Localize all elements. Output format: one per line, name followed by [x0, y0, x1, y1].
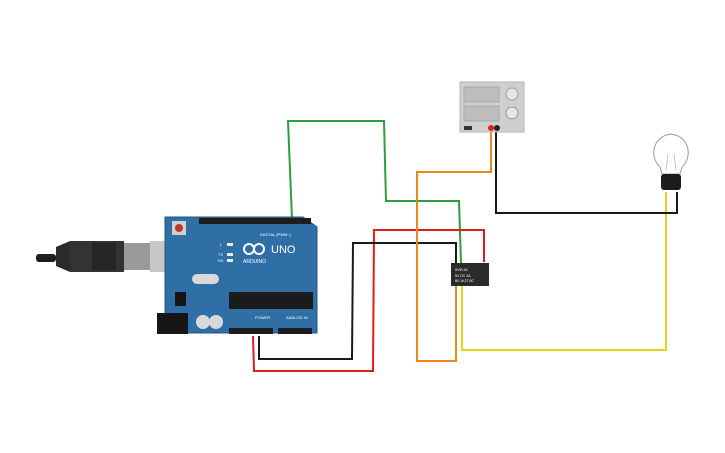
supply-power-switch[interactable] — [464, 126, 472, 130]
supply-voltage-display — [463, 86, 500, 103]
yellow-lamp-wire[interactable] — [461, 192, 667, 351]
led-rx — [227, 259, 233, 262]
capacitor-2 — [209, 315, 223, 329]
supply-negative-terminal[interactable] — [494, 125, 500, 131]
dc-power-jack[interactable] — [157, 313, 188, 334]
relay-module[interactable]: 5VR-M 5V DC 3A B0 1K2T 8C — [451, 263, 489, 286]
led-l-label: L — [220, 242, 223, 247]
capacitor-1 — [196, 315, 210, 329]
relay-label-1: 5VR-M — [455, 267, 467, 272]
digital-header-label: DIGITAL (PWM~) — [260, 232, 292, 237]
board-brand-label: ARDUINO — [243, 259, 266, 265]
crystal-oscillator — [192, 274, 219, 284]
current-knob[interactable] — [505, 106, 519, 120]
arduino-logo — [243, 243, 265, 255]
microcontroller-chip — [229, 292, 313, 309]
led-rx-label: RX — [218, 258, 224, 263]
red-5v-wire[interactable] — [252, 229, 485, 372]
relay-label-3: B0 1K2T 8C — [455, 279, 474, 283]
usb-cable[interactable] — [36, 241, 170, 272]
arduino-uno-board[interactable]: UNO ARDUINO DIGITAL (PWM~) POWER ANALOG … — [157, 216, 318, 334]
supply-positive-terminal[interactable] — [488, 125, 494, 131]
black-gnd-wire[interactable] — [258, 242, 457, 360]
voltage-regulator — [175, 292, 186, 306]
light-bulb[interactable] — [653, 133, 689, 190]
power-pin-header[interactable] — [229, 328, 273, 334]
bulb-socket — [661, 174, 681, 190]
board-model-label: UNO — [271, 244, 296, 256]
analog-pin-header[interactable] — [278, 328, 312, 334]
supply-current-display — [463, 105, 500, 122]
relay-label-2: 5V DC 3A — [455, 274, 471, 278]
analog-header-label: ANALOG IN — [286, 315, 308, 320]
black-supply-return-wire[interactable] — [495, 130, 678, 214]
led-l — [227, 243, 233, 246]
voltage-knob[interactable] — [505, 87, 519, 101]
led-tx-label: TX — [218, 252, 223, 257]
orange-supply-wire[interactable] — [416, 130, 492, 362]
led-tx — [227, 253, 233, 256]
digital-pin-header[interactable] — [199, 218, 311, 224]
power-header-label: POWER — [255, 315, 270, 320]
dc-power-supply[interactable] — [459, 81, 525, 133]
green-signal-wire[interactable] — [286, 120, 462, 264]
